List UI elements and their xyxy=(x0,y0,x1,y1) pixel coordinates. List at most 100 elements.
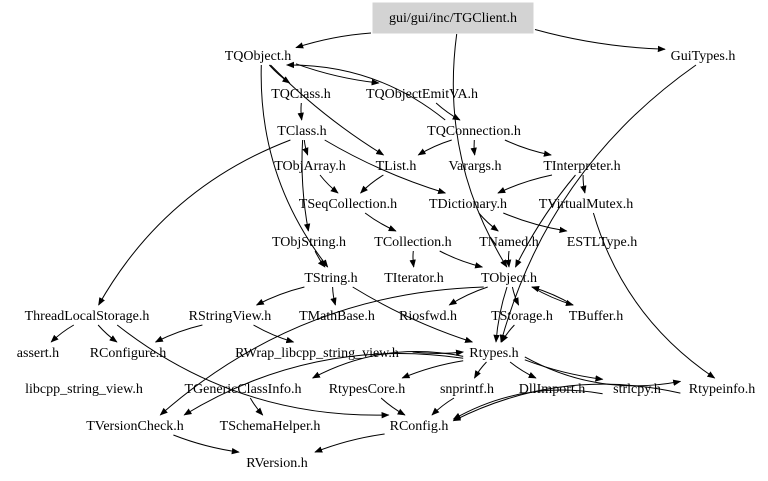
graph-node[interactable]: TCollection.h xyxy=(374,235,451,250)
node-label: Rtypeinfo.h xyxy=(689,382,756,397)
graph-node[interactable]: ThreadLocalStorage.h xyxy=(25,309,150,324)
graph-node[interactable]: TObjArray.h xyxy=(274,159,346,174)
graph-node[interactable]: TSchemaHelper.h xyxy=(220,419,321,434)
graph-node[interactable]: RConfig.h xyxy=(390,419,449,434)
node-label: TStorage.h xyxy=(491,309,553,324)
graph-node[interactable]: TString.h xyxy=(304,271,357,286)
dependency-edge xyxy=(478,212,499,232)
dependency-edge xyxy=(249,397,264,416)
dependency-edge xyxy=(580,174,587,194)
graph-node[interactable]: libcpp_string_view.h xyxy=(25,382,143,397)
dependency-edge xyxy=(324,139,447,194)
node-label: assert.h xyxy=(17,346,59,361)
dependency-edge xyxy=(497,174,553,194)
node-label: TVirtualMutex.h xyxy=(539,197,633,212)
graph-node[interactable]: Rtypeinfo.h xyxy=(689,382,756,397)
graph-node[interactable]: TList.h xyxy=(376,159,417,174)
graph-node[interactable]: TDictionary.h xyxy=(429,197,507,212)
graph-node[interactable]: Varargs.h xyxy=(448,159,501,174)
node-label: TClass.h xyxy=(277,124,326,139)
graph-node[interactable]: TVirtualMutex.h xyxy=(539,197,633,212)
node-label: Riosfwd.h xyxy=(399,309,457,324)
dependency-edge xyxy=(173,434,240,455)
graph-node[interactable]: RConfigure.h xyxy=(90,346,167,361)
graph-node[interactable]: TSeqCollection.h xyxy=(299,197,397,212)
graph-node[interactable]: Rtypes.h xyxy=(469,346,518,361)
graph-node[interactable]: GuiTypes.h xyxy=(671,49,736,64)
node-label: TSeqCollection.h xyxy=(299,197,397,212)
graph-node[interactable]: TStorage.h xyxy=(491,309,553,324)
graph-node[interactable]: RWrap_libcpp_string_view.h xyxy=(235,346,399,361)
graph-node[interactable]: TMathBase.h xyxy=(299,309,375,324)
dependency-edge xyxy=(270,64,385,156)
graph-node[interactable]: assert.h xyxy=(17,346,59,361)
node-label: Varargs.h xyxy=(448,159,501,174)
dependency-edge xyxy=(286,61,446,121)
dependency-edge xyxy=(183,353,464,416)
graph-node[interactable]: TQConnection.h xyxy=(427,124,521,139)
node-label: TSchemaHelper.h xyxy=(220,419,321,434)
node-label: RConfig.h xyxy=(390,419,449,434)
dependency-edge xyxy=(470,139,477,156)
graph-node[interactable]: TNamed.h xyxy=(479,235,538,250)
node-label: gui/gui/inc/TGClient.h xyxy=(389,11,517,26)
dependency-edge xyxy=(253,324,295,344)
graph-node[interactable]: TObject.h xyxy=(481,271,537,286)
graph-node[interactable]: TClass.h xyxy=(277,124,326,139)
graph-node[interactable]: TInterpreter.h xyxy=(543,159,620,174)
graph-node[interactable]: TIterator.h xyxy=(384,271,443,286)
graph-node[interactable]: TObjString.h xyxy=(272,235,346,250)
graph-node[interactable]: snprintf.h xyxy=(440,382,494,397)
graph-node[interactable]: DllImport.h xyxy=(519,382,586,397)
dependency-edge xyxy=(431,397,455,416)
node-label: TMathBase.h xyxy=(299,309,375,324)
root-node-box xyxy=(372,2,534,34)
node-label: libcpp_string_view.h xyxy=(25,382,143,397)
graph-node[interactable]: TQObjectEmitVA.h xyxy=(366,87,478,102)
dependency-edge xyxy=(504,250,512,268)
graph-node[interactable]: strlcpy.h xyxy=(613,382,661,397)
graph-node[interactable]: ESTLType.h xyxy=(567,235,637,250)
node-label: RtypesCore.h xyxy=(329,382,406,397)
node-label: TQClass.h xyxy=(271,87,331,102)
dependency-edge xyxy=(412,349,464,357)
dependency-edge xyxy=(493,286,508,343)
graph-node[interactable]: TQClass.h xyxy=(271,87,331,102)
dependency-edge xyxy=(297,102,304,121)
graph-node[interactable]: TGenericClassInfo.h xyxy=(184,382,301,397)
dependency-edge xyxy=(409,250,416,268)
graph-node[interactable]: RtypesCore.h xyxy=(329,382,406,397)
dependency-edge xyxy=(319,174,339,194)
dependency-edge xyxy=(401,360,464,379)
dependency-edge xyxy=(301,139,311,232)
graph-node[interactable]: TQObject.h xyxy=(225,49,291,64)
dependency-edge xyxy=(50,324,75,343)
dependency-edge xyxy=(302,139,309,156)
dependency-edge xyxy=(531,286,574,306)
dependency-edge xyxy=(435,102,461,121)
node-label: ThreadLocalStorage.h xyxy=(25,309,150,324)
dependency-edge xyxy=(255,286,305,306)
graph-node[interactable]: TBuffer.h xyxy=(569,309,624,324)
node-label: TObjArray.h xyxy=(274,159,346,174)
node-label: TObjString.h xyxy=(272,235,346,250)
dependency-edge xyxy=(534,29,666,53)
graph-node[interactable]: gui/gui/inc/TGClient.h xyxy=(372,2,534,34)
graph-node[interactable]: TVersionCheck.h xyxy=(86,419,184,434)
dependency-edge xyxy=(260,64,329,268)
dependency-edge xyxy=(295,63,380,86)
dependency-edge xyxy=(439,250,484,269)
node-label: TList.h xyxy=(376,159,417,174)
node-label: TNamed.h xyxy=(479,235,538,250)
dependency-edge xyxy=(417,139,452,156)
node-label: TQObject.h xyxy=(225,49,291,64)
dependency-edge xyxy=(360,174,384,194)
dependency-edge xyxy=(448,286,488,306)
graph-node[interactable]: RVersion.h xyxy=(246,456,308,471)
node-label: TGenericClassInfo.h xyxy=(184,382,301,397)
node-label: GuiTypes.h xyxy=(671,49,736,64)
graph-node[interactable]: RStringView.h xyxy=(189,309,272,324)
node-label: TBuffer.h xyxy=(569,309,624,324)
graph-node[interactable]: Riosfwd.h xyxy=(399,309,457,324)
